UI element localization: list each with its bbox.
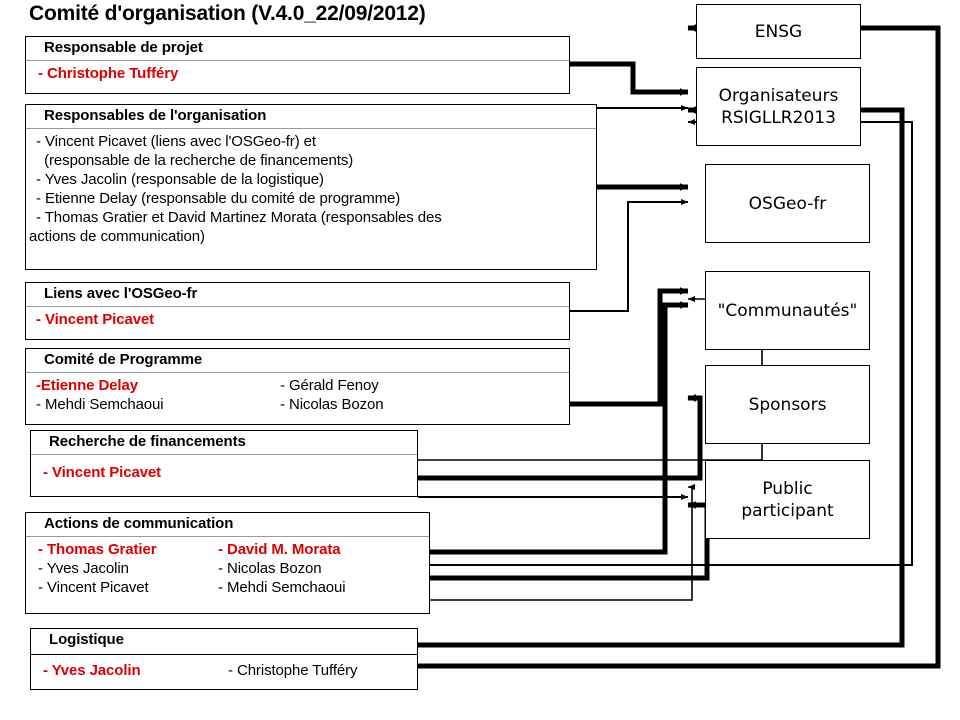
- card-column: - Yves Jacolin: [43, 661, 228, 680]
- card-body: - Vincent Picavet: [31, 455, 417, 485]
- member-line: actions de communication): [29, 228, 205, 245]
- entity-organisateurs-rsigllr2013[interactable]: Organisateurs RSIGLLR2013: [696, 67, 861, 146]
- member-line: - Vincent Picavet: [43, 464, 162, 481]
- wire-communication-to-communautes: [430, 301, 689, 555]
- member-line: - Gérald Fenoy: [280, 377, 379, 394]
- card-body: - Vincent Picavet (liens avec l'OSGeo-fr…: [26, 129, 596, 249]
- entity-label: Public participant: [741, 478, 834, 521]
- card-logistique[interactable]: Logistique - Yves Jacolin - Christophe T…: [30, 628, 418, 690]
- card-header: Responsable de projet: [26, 37, 569, 61]
- card-header: Recherche de financements: [31, 431, 417, 455]
- member-line: - Christophe Tufféry: [228, 662, 358, 679]
- card-header: Liens avec l'OSGeo-fr: [26, 283, 569, 307]
- card-responsable-de-projet[interactable]: Responsable de projet - Christophe Tuffé…: [25, 36, 570, 94]
- card-header: Comité de Programme: [26, 349, 569, 373]
- member-line: - Yves Jacolin (responsable de la logist…: [36, 171, 324, 188]
- entity-public-participant[interactable]: Public participant: [705, 460, 870, 539]
- card-body: - Christophe Tufféry: [26, 61, 569, 86]
- wire-projet-to-organisateurs: [570, 61, 689, 96]
- card-column: - Gérald Fenoy - Nicolas Bozon: [280, 376, 384, 414]
- member-line: - Mehdi Semchaoui: [218, 579, 346, 596]
- entity-label: Sponsors: [748, 394, 827, 415]
- wire-financements-riser: [687, 394, 703, 478]
- member-line: - Thomas Gratier et David Martinez Morat…: [36, 209, 442, 226]
- card-header: Actions de communication: [26, 513, 429, 537]
- member-line: - Nicolas Bozon: [218, 560, 322, 577]
- member-line: - Vincent Picavet: [38, 579, 149, 596]
- wire-programme-to-communautes: [570, 287, 689, 407]
- card-column: -Etienne Delay - Mehdi Semchaoui: [36, 376, 280, 414]
- member-line: - Yves Jacolin: [43, 662, 141, 679]
- member-line: - Vincent Picavet: [36, 311, 155, 328]
- member-line: -Etienne Delay: [36, 377, 138, 394]
- card-column: - Christophe Tufféry: [38, 64, 206, 83]
- wire-liens-to-osgeo: [570, 198, 689, 312]
- entity-label: ENSG: [754, 21, 803, 42]
- card-header: Logistique: [31, 629, 417, 655]
- entity-osgeo-fr[interactable]: OSGeo-fr: [705, 164, 870, 243]
- card-header: Responsables de l'organisation: [26, 105, 596, 129]
- member-line: - Christophe Tufféry: [38, 65, 179, 82]
- entity-communautes[interactable]: "Communautés": [705, 271, 870, 350]
- member-line: (responsable de la recherche de financem…: [36, 152, 354, 169]
- card-comite-de-programme[interactable]: Comité de Programme -Etienne Delay - Meh…: [25, 348, 570, 425]
- member-line: - Nicolas Bozon: [280, 396, 384, 413]
- entity-label: Organisateurs RSIGLLR2013: [718, 85, 839, 128]
- member-line: - Mehdi Semchaoui: [36, 396, 164, 413]
- entity-sponsors[interactable]: Sponsors: [705, 365, 870, 444]
- member-line: - Vincent Picavet (liens avec l'OSGeo-fr…: [36, 133, 316, 150]
- card-body: - Thomas Gratier - Yves Jacolin - Vincen…: [26, 537, 429, 600]
- member-line: - Thomas Gratier: [38, 541, 157, 558]
- wire-communication-to-public: [430, 501, 710, 581]
- card-column: - Christophe Tufféry: [228, 661, 358, 680]
- card-actions-de-communication[interactable]: Actions de communication - Thomas Gratie…: [25, 512, 430, 614]
- card-column: - David M. Morata - Nicolas Bozon - Mehd…: [218, 540, 346, 597]
- member-line: - Yves Jacolin: [38, 560, 129, 577]
- card-body: - Yves Jacolin - Christophe Tufféry: [31, 655, 417, 683]
- card-body: -Etienne Delay - Mehdi Semchaoui - Géral…: [26, 373, 569, 417]
- card-body: - Vincent Picavet: [26, 307, 569, 332]
- wire-communication-thin-to-public: [418, 483, 696, 601]
- member-line: - Etienne Delay (responsable du comité d…: [36, 190, 401, 207]
- member-line: - David M. Morata: [218, 541, 341, 558]
- entity-label: "Communautés": [717, 300, 858, 321]
- card-responsables-de-l-organisation[interactable]: Responsables de l'organisation - Vincent…: [25, 104, 597, 270]
- card-column: - Thomas Gratier - Yves Jacolin - Vincen…: [38, 540, 218, 597]
- entity-ensg[interactable]: ENSG: [696, 4, 861, 59]
- card-recherche-de-financements[interactable]: Recherche de financements - Vincent Pica…: [30, 430, 418, 497]
- card-liens-avec-l-osgeo-fr[interactable]: Liens avec l'OSGeo-fr - Vincent Picavet: [25, 282, 570, 340]
- diagram-title: Comité d'organisation (V.4.0_22/09/2012): [29, 2, 426, 25]
- entity-label: OSGeo-fr: [748, 193, 827, 214]
